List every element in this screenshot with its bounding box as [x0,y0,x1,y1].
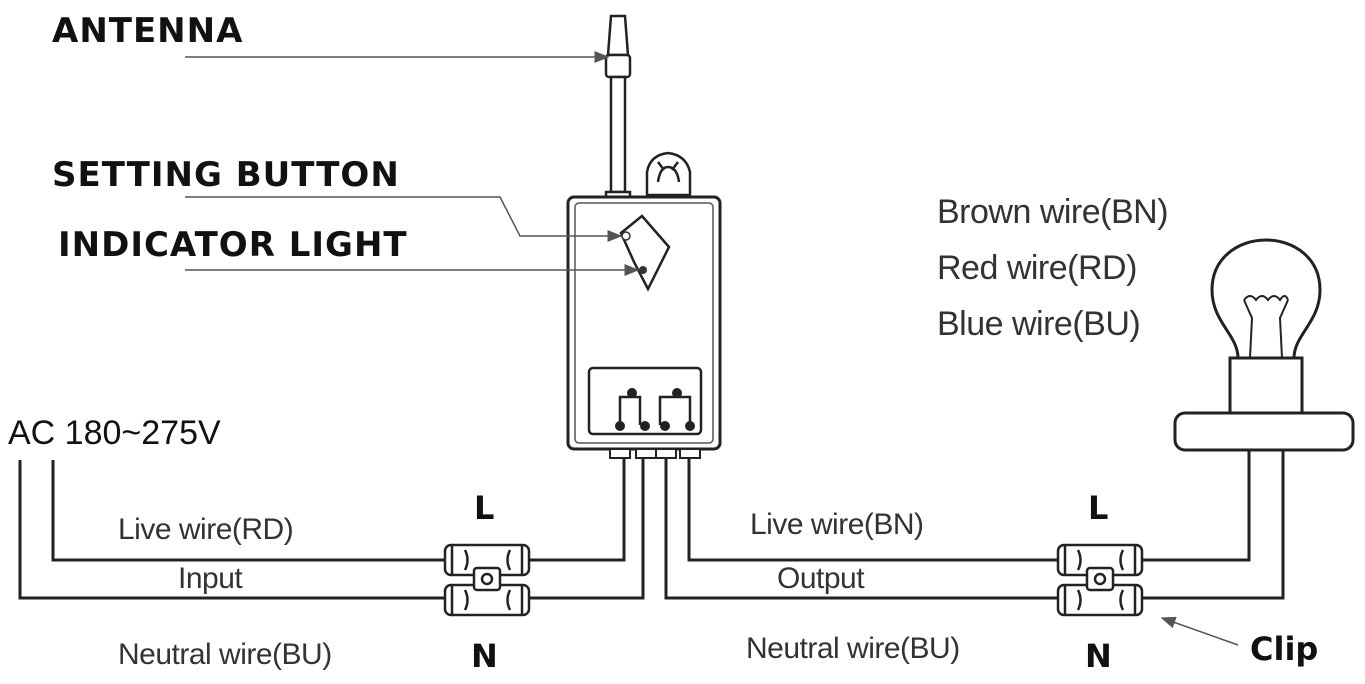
input-neutral-wire [18,460,447,600]
module-live-out-wire [687,458,1060,562]
supply-voltage: AC 180~275V [8,414,221,452]
input-live-label: Live wire(RD) [118,513,294,546]
output-neutral-label: Neutral wire(BU) [746,632,960,665]
legend-brown: Brown wire(BN) [937,193,1169,231]
mounting-hook-icon [645,151,692,197]
lamp-neutral-wire [1140,450,1285,600]
clip-leader [1160,616,1239,646]
antenna-icon [604,14,632,202]
light-bulb-icon [1173,238,1355,452]
output-terminal-n: N [1085,637,1112,675]
input-live-wire [51,460,447,562]
indicator-light-label: INDICATOR LIGHT [58,225,408,265]
input-neutral-label: Neutral wire(BU) [118,638,332,671]
antenna-label: ANTENNA [52,11,244,51]
output-clip-connector [1056,543,1144,617]
output-terminal-l: L [1088,489,1109,527]
input-terminal-l: L [474,489,495,527]
input-terminal-n: N [471,637,498,675]
output-label: Output [777,562,865,595]
setting-button-leader [185,196,623,242]
input-clip-connector [443,543,531,617]
clip-label: Clip [1250,630,1319,668]
controller-module [566,195,722,459]
input-label: Input [178,562,243,595]
module-neutral-out-wire [664,458,1060,600]
module-neutral-in-wire [527,458,645,600]
setting-button-label: SETTING BUTTON [52,155,400,195]
output-live-label: Live wire(BN) [750,508,924,541]
lamp-live-wire [1140,450,1251,562]
legend-blue: Blue wire(BU) [937,305,1141,343]
module-live-in-wire [527,458,626,562]
legend-red: Red wire(RD) [937,249,1137,287]
